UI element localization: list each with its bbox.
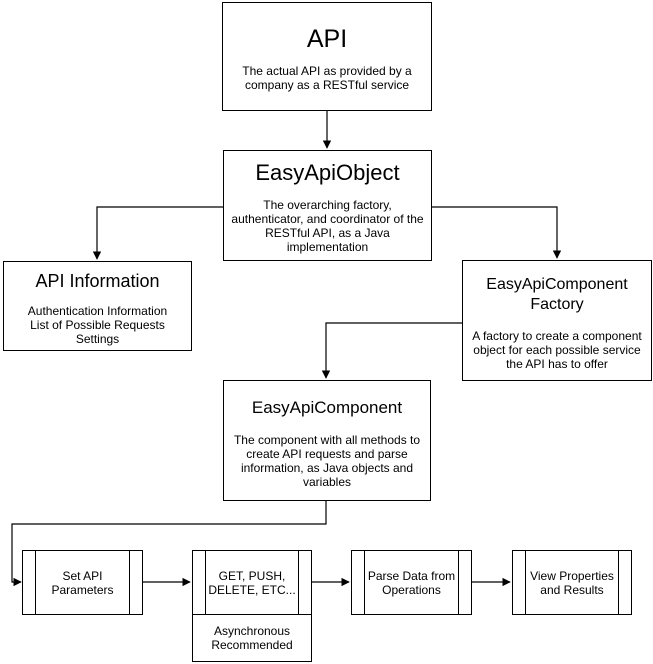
step-set-api-parameters: Set API Parameters — [22, 550, 143, 615]
note-label: Asynchronous Recommended — [211, 624, 292, 652]
component-factory-desc-line: the API has to offer — [506, 357, 608, 371]
arrow-object-to-factory — [432, 206, 562, 259]
step-right-bar — [458, 551, 459, 614]
api-information-desc-line: Settings — [75, 332, 120, 346]
step-label-line: Operations — [382, 582, 441, 597]
step-label: View Properties and Results — [530, 569, 614, 597]
step-label-line: View Properties — [530, 568, 614, 583]
asynchronous-note: Asynchronous Recommended — [192, 614, 312, 662]
step-right-bar — [618, 551, 619, 614]
api-node-desc-line: company as a RESTful service — [244, 78, 410, 92]
step-view-results: View Properties and Results — [512, 550, 632, 615]
api-node-desc-line: The actual API as provided by a — [242, 64, 412, 78]
step-left-bar — [525, 551, 526, 614]
step-label: Set API Parameters — [51, 569, 113, 597]
step-label: Parse Data from Operations — [368, 569, 455, 597]
step-right-bar — [129, 551, 130, 614]
step-label-line: DELETE, ETC... — [208, 582, 296, 597]
component-factory-desc-line: A factory to create a component — [472, 329, 642, 343]
step-label-line: Parameters — [51, 582, 114, 597]
component-factory-desc-line: object for each possible service — [473, 343, 641, 357]
arrow-component-to-set-params — [11, 501, 327, 587]
api-information-title: API Information — [35, 271, 160, 291]
component-factory-node: EasyApiComponent Factory A factory to cr… — [462, 260, 652, 381]
step-label-line: and Results — [540, 582, 604, 597]
easy-api-object-desc-line: implementation — [286, 240, 369, 254]
easy-api-object-desc-line: authenticator, and coordinator of the — [231, 212, 424, 226]
step-label-line: Set API — [62, 568, 103, 583]
component-factory-title-line: EasyApiComponent — [486, 276, 628, 293]
note-label-line: Recommended — [211, 638, 293, 652]
step-right-bar — [298, 551, 299, 614]
api-information-desc-line: List of Possible Requests — [30, 318, 165, 332]
easy-api-component-desc-line: variables — [302, 475, 352, 489]
step-operations: GET, PUSH, DELETE, ETC... — [192, 550, 312, 615]
easy-api-object-node: EasyApiObject The overarching factory, a… — [223, 150, 432, 261]
step-label-line: GET, PUSH, — [218, 568, 286, 583]
easy-api-component-title: EasyApiComponent — [251, 398, 403, 417]
arrow-factory-to-component — [321, 322, 462, 379]
step-left-bar — [35, 551, 36, 614]
step-left-bar — [205, 551, 206, 614]
step-left-bar — [364, 551, 365, 614]
api-information-node: API Information Authentication Informati… — [3, 261, 192, 351]
easy-api-object-title: EasyApiObject — [255, 160, 400, 185]
easy-api-component-node: EasyApiComponent The component with all … — [223, 380, 431, 501]
step-parse-data: Parse Data from Operations — [351, 550, 472, 615]
api-node: API The actual API as provided by a comp… — [222, 2, 432, 111]
easy-api-component-desc-line: create API requests and parse — [246, 447, 408, 461]
arrow-object-to-info — [92, 206, 223, 260]
easy-api-component-desc-line: information, as Java objects and — [240, 461, 414, 475]
step-label: GET, PUSH, DELETE, ETC... — [208, 569, 295, 597]
note-label-line: Asynchronous — [213, 624, 291, 638]
easy-api-object-desc-line: The overarching factory, — [263, 198, 392, 212]
step-label-line: Parse Data from — [367, 568, 456, 583]
easy-api-component-desc-line: The component with all methods to — [233, 433, 421, 447]
api-node-title: API — [306, 25, 348, 53]
easy-api-object-desc-line: RESTful API, as a Java — [265, 226, 390, 240]
api-information-desc-line: Authentication Information — [27, 304, 168, 318]
component-factory-title-line: Factory — [530, 296, 584, 313]
